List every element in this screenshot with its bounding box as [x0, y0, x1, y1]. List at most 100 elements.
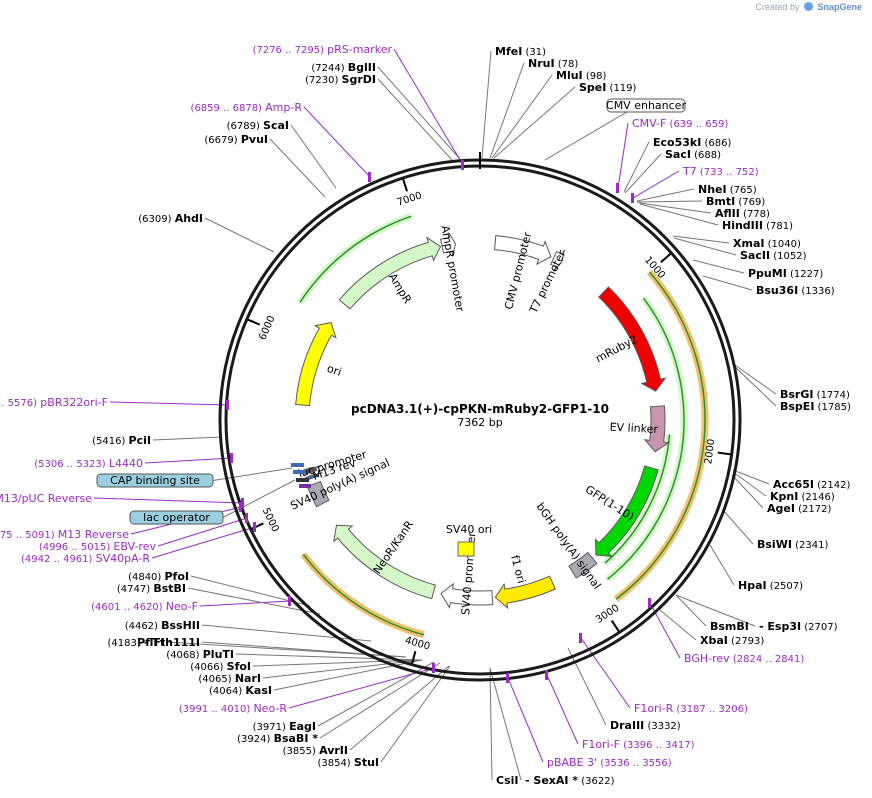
- feature-bgh-poly-a-signal[interactable]: bGH poly(A) signal: [534, 500, 604, 591]
- callout-cmv-enhancer[interactable]: CMV enhancer: [606, 98, 686, 113]
- primer-site-neo-f[interactable]: (4601 .. 4620) Neo-F: [91, 596, 291, 613]
- site-position: (6679): [204, 135, 240, 146]
- enzyme-site-avrii[interactable]: (3855) AvrII: [283, 744, 348, 757]
- site-position: (2824 .. 2841): [730, 654, 805, 665]
- callout-cap-binding-site[interactable]: CAP binding site: [96, 473, 214, 488]
- primer-site-pbabe-3-[interactable]: pBABE 3' (3536 .. 3556): [506, 673, 672, 769]
- enzyme-site-xmai[interactable]: XmaI (1040): [733, 237, 801, 250]
- feature-sv40-ori[interactable]: SV40 ori: [446, 523, 492, 557]
- feature-ampr-promoter[interactable]: AmpR promoter: [438, 224, 466, 313]
- enzyme-site-nari[interactable]: (4065) NarI: [198, 672, 261, 685]
- enzyme-site-agei[interactable]: AgeI (2172): [767, 502, 831, 515]
- site-position: (3396 .. 3417): [620, 740, 695, 751]
- site-position: (6309): [138, 214, 174, 225]
- site-label-text: (6679) PvuI: [204, 133, 268, 146]
- enzyme-site-kpni[interactable]: KpnI (2146): [770, 490, 835, 503]
- enzyme-site-pvui[interactable]: (6679) PvuI: [204, 133, 268, 146]
- enzyme-site-draiii[interactable]: DraIII (3332): [610, 719, 681, 732]
- feature-mruby2[interactable]: mRuby2: [594, 286, 667, 392]
- enzyme-site-mfei[interactable]: MfeI (31): [495, 45, 546, 58]
- site-name: BsmBI: [710, 620, 749, 633]
- enzyme-site-nhei[interactable]: NheI (765): [698, 183, 757, 196]
- leader-line: [732, 471, 767, 497]
- site-name: BstBI: [153, 582, 186, 595]
- enzyme-site-bsrgi[interactable]: BsrGI (1774): [780, 388, 850, 401]
- enzyme-site-bglii[interactable]: (7244) BglII: [311, 61, 376, 74]
- enzyme-site-mlui[interactable]: MluI (98): [556, 69, 606, 82]
- enzyme-site-nrui[interactable]: NruI (78): [528, 57, 578, 70]
- enzyme-site-stui[interactable]: (3854) StuI: [317, 756, 379, 769]
- enzyme-site-bsabi-[interactable]: (3924) BsaBI *: [237, 732, 318, 745]
- primer-site-amp-r[interactable]: (6859 .. 6878) Amp-R: [191, 101, 371, 182]
- enzyme-site-bstbi[interactable]: (4747) BstBI: [117, 582, 186, 595]
- primer-site-bgh-rev[interactable]: BGH-rev (2824 .. 2841): [648, 598, 804, 665]
- site-label-text: (3991 .. 4010) Neo-R: [179, 702, 288, 715]
- sv40-ori-box: [457, 541, 475, 557]
- callout-lac-operator[interactable]: lac operator: [129, 510, 224, 525]
- feature-neor-kanr[interactable]: NeoR/KanR: [333, 518, 437, 600]
- primer-site-cmv-f[interactable]: CMV-F (639 .. 659): [616, 117, 728, 193]
- enzyme-site-pflfi[interactable]: PflFI: [137, 636, 165, 649]
- site-label-text: (5088 .. 5110) M13/pUC Reverse: [0, 492, 92, 505]
- enzyme-site-csii[interactable]: CsiI: [496, 774, 518, 787]
- primer-marker: [239, 502, 242, 512]
- enzyme-site-pluti[interactable]: (4068) PluTI: [166, 648, 234, 661]
- primer-site-l4440[interactable]: (5306 .. 5323) L4440: [34, 453, 233, 470]
- primer-site-m13-puc-reverse[interactable]: (5088 .. 5110) M13/pUC Reverse: [0, 492, 244, 508]
- feature-ori[interactable]: ori: [295, 322, 343, 407]
- feature-shape: [333, 524, 437, 600]
- enzyme-site-bsshii[interactable]: (4462) BssHII: [125, 619, 200, 632]
- primer-site-f1ori-f[interactable]: F1ori-F (3396 .. 3417): [545, 670, 695, 751]
- enzyme-site-saci[interactable]: SacI (688): [665, 148, 721, 161]
- map-center: pcDNA3.1(+)-cpPKN-mRuby2-GFP1-10 7362 bp: [351, 402, 609, 429]
- enzyme-site-hindiii[interactable]: HindIII (781): [722, 219, 793, 232]
- enzyme-site-spei[interactable]: SpeI (119): [579, 81, 637, 94]
- site-position: (2142): [814, 480, 851, 491]
- enzyme-site-ppumi[interactable]: PpuMI (1227): [748, 267, 823, 280]
- primer-site-f1ori-r[interactable]: F1ori-R (3187 .. 3206): [579, 633, 748, 715]
- leader-line: [675, 594, 707, 627]
- enzyme-site-pcii[interactable]: (5416) PciI: [92, 434, 151, 447]
- primer-site-m13-reverse[interactable]: (5075 .. 5091) M13 Reverse: [0, 502, 242, 541]
- ruler-tick: [411, 650, 417, 664]
- enzyme-site-sacii[interactable]: SacII (1052): [740, 249, 807, 262]
- enzyme-site-eco53ki[interactable]: Eco53kI (686): [653, 136, 731, 149]
- site-label-text: (4462) BssHII: [125, 619, 200, 632]
- primer-site-pbr322ori-f[interactable]: (5557 .. 5576) pBR322ori-F: [0, 396, 229, 410]
- site-name: HpaI: [738, 579, 767, 592]
- enzyme-site-ahdi[interactable]: (6309) AhdI: [138, 212, 203, 225]
- feature-f1-ori[interactable]: f1 ori: [494, 554, 556, 610]
- primer-site-t7[interactable]: T7 (733 .. 752): [631, 165, 759, 203]
- enzyme-site-bsiwi[interactable]: BsiWI (2341): [757, 538, 828, 551]
- site-name: - Esp3I: [759, 620, 801, 633]
- site-position: (4066): [190, 662, 226, 673]
- primer-site-neo-r[interactable]: (3991 .. 4010) Neo-R: [179, 663, 435, 715]
- primer-site-sv40pa-r[interactable]: (4942 .. 4961) SV40pA-R: [21, 522, 256, 565]
- enzyme-site-hpai[interactable]: HpaI (2507): [738, 579, 803, 592]
- enzyme-site--tth111i[interactable]: (4183) - Tth111I: [108, 636, 200, 649]
- enzyme-site-bspei[interactable]: BspEI (1785): [780, 400, 851, 413]
- enzyme-site-sgrdi[interactable]: (7230) SgrDI: [305, 73, 376, 86]
- enzyme-site-sfoi[interactable]: (4066) SfoI: [190, 660, 251, 673]
- primer-site-prs-marker[interactable]: (7276 .. 7295) pRS-marker: [253, 43, 464, 170]
- enzyme-site-eagi[interactable]: (3971) EagI: [253, 720, 316, 733]
- enzyme-site-xbai[interactable]: XbaI (2793): [700, 634, 764, 647]
- feature-ev-linker[interactable]: EV linker: [609, 405, 671, 453]
- enzyme-site-acc65i[interactable]: Acc65I (2142): [773, 478, 850, 491]
- plasmid-name: pcDNA3.1(+)-cpPKN-mRuby2-GFP1-10: [351, 402, 609, 416]
- enzyme-site-scai[interactable]: (6789) ScaI: [227, 119, 289, 132]
- enzyme-site-bsu36i[interactable]: Bsu36I (1336): [756, 284, 835, 297]
- primer-site-ebv-rev[interactable]: (4996 .. 5015) EBV-rev: [39, 513, 248, 553]
- enzyme-site-pfoi[interactable]: (4840) PfoI: [128, 570, 189, 583]
- enzyme-site-kasi[interactable]: (4064) KasI: [209, 684, 272, 697]
- enzyme-site-aflii[interactable]: AflII (778): [715, 207, 770, 220]
- enzyme-site--esp3i[interactable]: - Esp3I (2707): [759, 620, 838, 633]
- site-label-text: PflFI: [137, 636, 165, 649]
- enzyme-site--sexai-[interactable]: - SexAI * (3622): [525, 774, 615, 787]
- site-name: BsaBI *: [274, 732, 319, 745]
- enzyme-site-bsmbi[interactable]: BsmBI: [710, 620, 749, 633]
- ruler-label: 3000: [594, 603, 621, 626]
- site-name: PflFI: [137, 636, 165, 649]
- enzyme-site-bmti[interactable]: BmtI (769): [706, 195, 765, 208]
- feature-arc-outline: [302, 553, 425, 636]
